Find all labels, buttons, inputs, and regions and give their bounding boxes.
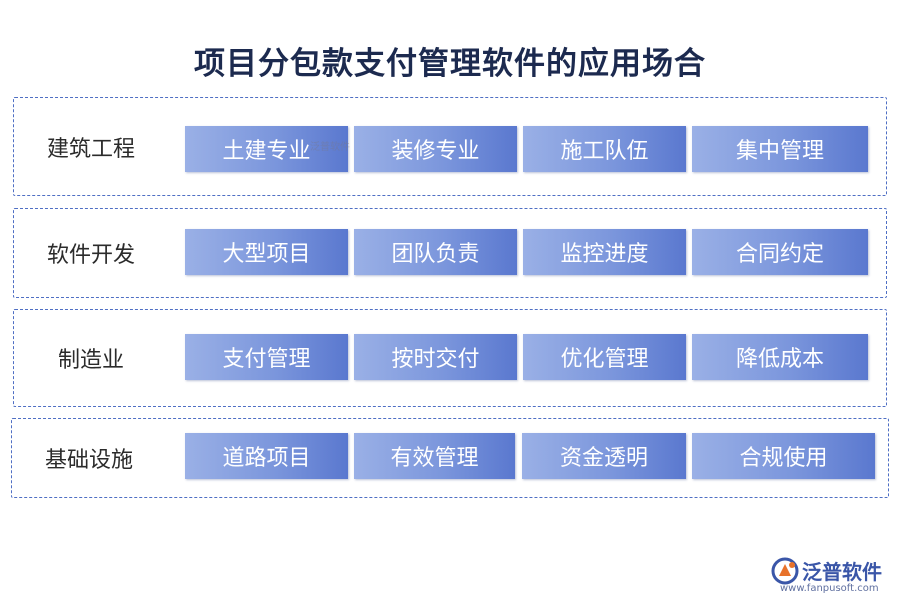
scenario-chip: 土建专业 — [185, 126, 348, 172]
scenario-chip: 按时交付 — [354, 334, 517, 380]
scenario-chip: 降低成本 — [692, 334, 868, 380]
scenario-chip: 合规使用 — [692, 433, 875, 479]
category-label: 基础设施 — [44, 448, 133, 473]
scenario-chip: 大型项目 — [185, 229, 348, 275]
category-row-infrastructure: 基础设施 道路项目 有效管理 资金透明 合规使用 — [11, 418, 889, 498]
scenario-chip: 道路项目 — [185, 433, 348, 479]
scenario-chip: 资金透明 — [522, 433, 686, 479]
scenario-chip: 优化管理 — [523, 334, 686, 380]
scenario-chip: 集中管理 — [692, 126, 868, 172]
category-row-software: 软件开发 大型项目 团队负责 监控进度 合同约定 — [13, 208, 887, 298]
scenario-chip: 施工队伍 — [523, 126, 686, 172]
brand-logo: 泛普软件 www.fanpusoft.com — [770, 556, 896, 596]
scenario-chip: 合同约定 — [692, 229, 868, 275]
category-row-construction: 建筑工程 土建专业 装修专业 施工队伍 集中管理 — [13, 97, 887, 196]
watermark: 泛普软件 — [310, 142, 350, 153]
page-title: 项目分包款支付管理软件的应用场合 — [194, 46, 706, 82]
scenario-chip: 支付管理 — [185, 334, 348, 380]
scenario-chip: 监控进度 — [523, 229, 686, 275]
scenario-chip: 团队负责 — [354, 229, 517, 275]
category-label: 软件开发 — [46, 243, 135, 268]
category-row-manufacturing: 制造业 支付管理 按时交付 优化管理 降低成本 — [13, 309, 887, 407]
scenario-chip: 有效管理 — [354, 433, 515, 479]
brand-url: www.fanpusoft.com — [780, 583, 879, 594]
category-label: 建筑工程 — [46, 136, 135, 162]
category-label: 制造业 — [57, 348, 124, 373]
brand-name: 泛普软件 — [802, 560, 882, 584]
brand-logo-icon — [771, 557, 799, 585]
scenario-chip: 装修专业 — [354, 126, 517, 172]
